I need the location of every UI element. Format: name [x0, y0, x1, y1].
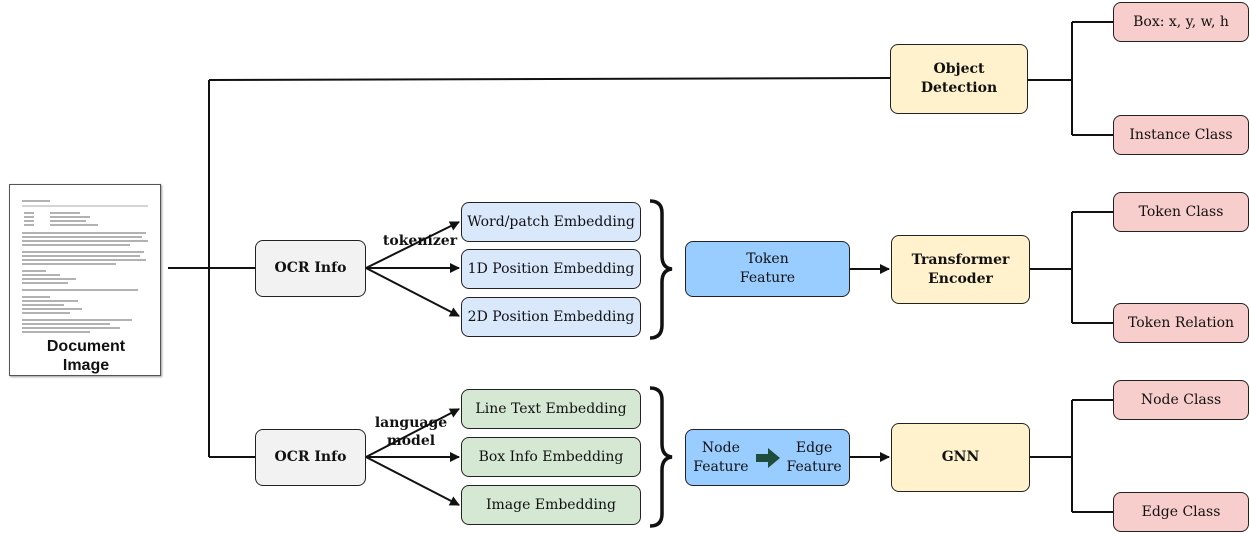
node-feature-label: Node Feature: [693, 440, 749, 475]
to-object-detection-line: [208, 77, 891, 81]
token-feature-box: Token Feature: [685, 241, 850, 297]
arrow-to-word-embedding: [365, 221, 460, 269]
instance-class-output: Instance Class: [1113, 115, 1249, 155]
node-class-output: Node Class: [1113, 380, 1249, 420]
document-image-thumbnail: Document Image: [9, 184, 161, 376]
ocr-info-box-top: OCR Info: [255, 240, 366, 297]
1d-position-embedding-box: 1D Position Embedding: [461, 249, 641, 289]
document-image-caption: Document Image: [46, 338, 126, 374]
box-info-embedding-box: Box Info Embedding: [461, 437, 641, 477]
arrow-to-2d-embedding: [365, 267, 460, 317]
edge-feature-label: Edge Feature: [786, 440, 842, 475]
edge-class-output: Edge Class: [1113, 492, 1249, 532]
gnn-box: GNN: [891, 423, 1030, 492]
document-text-lines-icon: [22, 200, 148, 333]
token-relation-output: Token Relation: [1113, 303, 1249, 343]
node-edge-feature-box: Node Feature Edge Feature: [685, 429, 850, 486]
2d-position-embedding-box: 2D Position Embedding: [461, 297, 641, 337]
arrow-to-image-embedding: [365, 456, 460, 506]
brace-top: [649, 199, 673, 340]
language-model-label: language model: [374, 415, 448, 450]
ocr-info-box-bottom: OCR Info: [255, 429, 366, 486]
token-class-output: Token Class: [1113, 192, 1249, 232]
object-detection-box: Object Detection: [890, 44, 1028, 114]
image-embedding-box: Image Embedding: [461, 485, 641, 525]
word-patch-embedding-box: Word/patch Embedding: [461, 202, 641, 242]
box-output: Box: x, y, w, h: [1113, 2, 1249, 42]
right-arrow-icon: [755, 447, 780, 468]
brace-bottom: [649, 386, 673, 528]
line-text-embedding-box: Line Text Embedding: [461, 389, 641, 429]
transformer-encoder-box: Transformer Encoder: [891, 235, 1030, 304]
arrow-to-line-text-embedding: [365, 408, 460, 458]
tokenizer-label: tokenizer: [382, 233, 458, 249]
